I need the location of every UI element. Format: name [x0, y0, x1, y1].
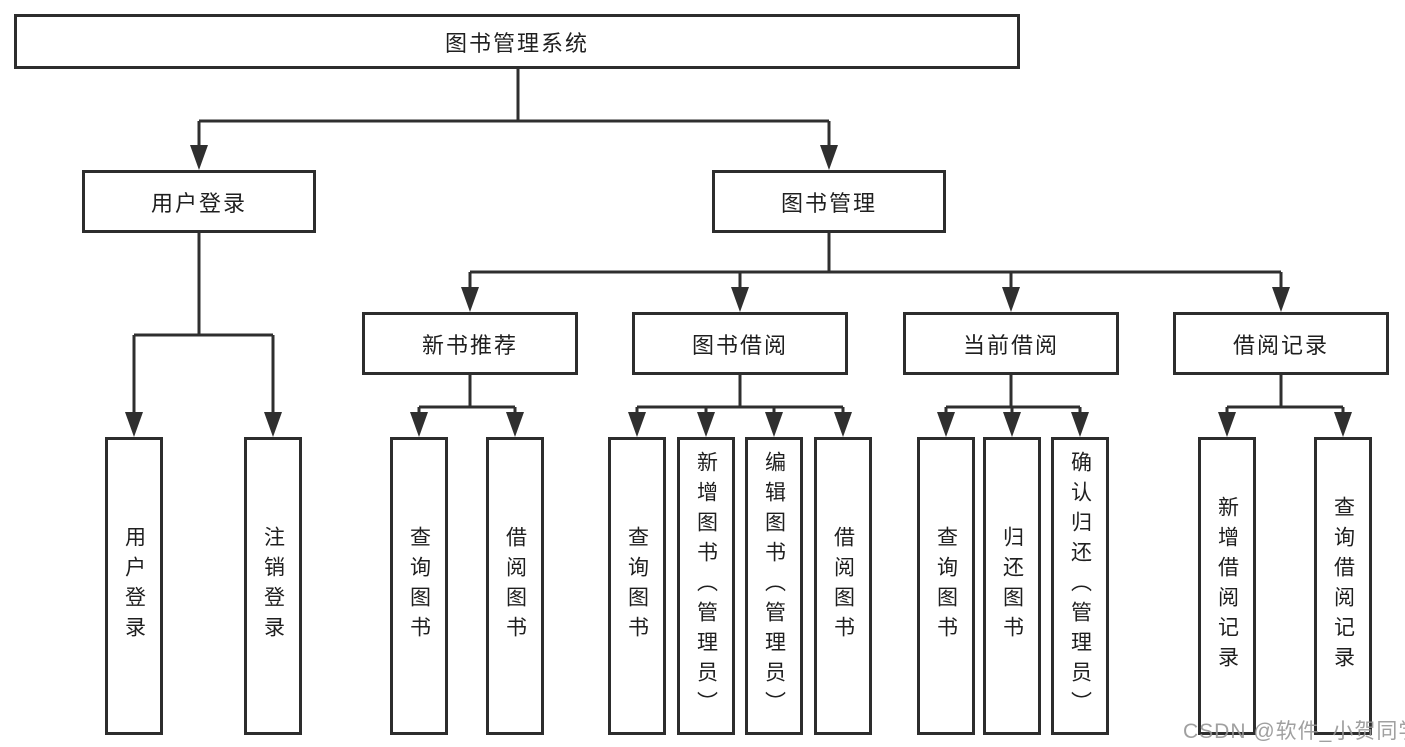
node-user-login: 用户登录: [82, 170, 316, 233]
arrowheads: [125, 145, 1352, 437]
leaf-query-books: 查询图书: [917, 437, 975, 735]
leaf-query-books: 查询图书: [390, 437, 448, 735]
node-borrowing-records: 借阅记录: [1173, 312, 1389, 375]
node-current-borrowing: 当前借阅: [903, 312, 1119, 375]
leaf-add-books-admin: 新增图书（管理员）: [677, 437, 735, 735]
node-label: 图书借阅: [691, 332, 788, 358]
node-label: 编辑图书（管理员）: [762, 451, 786, 721]
node-label: 借阅图书: [831, 526, 855, 646]
node-label: 确认归还（管理员）: [1068, 451, 1092, 721]
node-label: 查询图书: [407, 526, 431, 646]
leaf-user-login: 用户登录: [105, 437, 163, 735]
node-label: 查询借阅记录: [1331, 496, 1355, 676]
leaf-borrow-books: 借阅图书: [814, 437, 872, 735]
node-label: 借阅图书: [503, 526, 527, 646]
leaf-confirm-return-admin: 确认归还（管理员）: [1051, 437, 1109, 735]
node-label: 注销登录: [261, 526, 285, 646]
leaf-logout: 注销登录: [244, 437, 302, 735]
leaf-borrow-books: 借阅图书: [486, 437, 544, 735]
node-label: 用户登录: [122, 526, 146, 646]
node-label: 新增图书（管理员）: [694, 451, 718, 721]
node-label: 借阅记录: [1232, 332, 1329, 358]
node-label: 用户登录: [150, 190, 247, 216]
leaf-edit-books-admin: 编辑图书（管理员）: [745, 437, 803, 735]
leaf-add-borrow-record: 新增借阅记录: [1198, 437, 1256, 735]
node-label: 新书推荐: [421, 332, 518, 358]
node-library-management-system: 图书管理系统: [14, 14, 1020, 69]
node-label: 图书管理系统: [444, 30, 589, 56]
node-new-book-recommend: 新书推荐: [362, 312, 578, 375]
node-label: 归还图书: [1000, 526, 1024, 646]
csdn-watermark: CSDN @软件_小贺同学: [1183, 720, 1405, 743]
node-book-borrowing: 图书借阅: [632, 312, 848, 375]
node-label: 新增借阅记录: [1215, 496, 1239, 676]
node-label: 图书管理: [780, 190, 877, 216]
leaf-return-books: 归还图书: [983, 437, 1041, 735]
node-label: 查询图书: [625, 526, 649, 646]
leaf-query-books: 查询图书: [608, 437, 666, 735]
node-label: 当前借阅: [962, 332, 1059, 358]
node-label: 查询图书: [934, 526, 958, 646]
node-book-management: 图书管理: [712, 170, 946, 233]
leaf-query-borrow-record: 查询借阅记录: [1314, 437, 1372, 735]
